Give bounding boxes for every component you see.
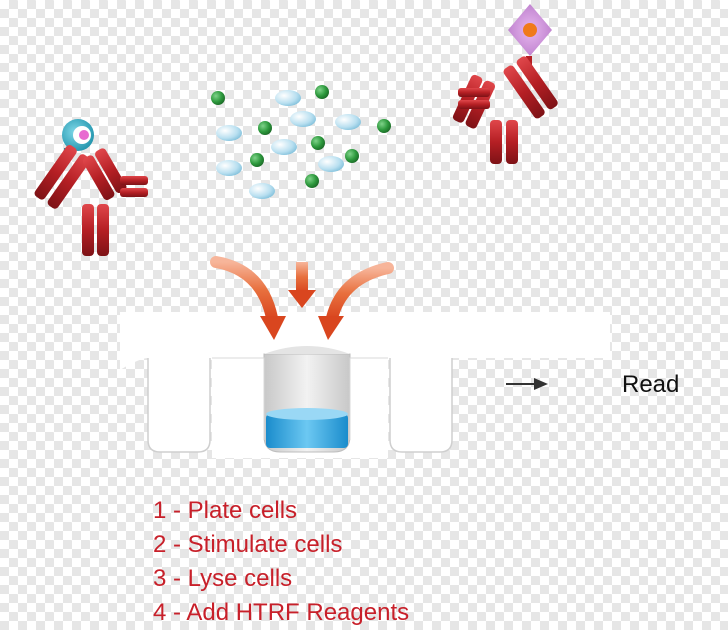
protocol-steps: 1 - Plate cells 2 - Stimulate cells 3 - … [153, 494, 409, 630]
antibody-with-acceptor-icon [452, 4, 558, 164]
read-label: Read [622, 371, 680, 398]
acceptor-label-icon [508, 4, 552, 56]
step-lyse-cells: 3 - Lyse cells [153, 565, 293, 592]
well-liquid-icon [266, 408, 348, 448]
microplate-well-icon [120, 312, 610, 458]
addition-arrows-icon [210, 256, 394, 340]
step-add-htrf-reagents: 4 - Add HTRF Reagents [153, 599, 410, 626]
antibody-with-donor-icon [34, 119, 148, 256]
step-stimulate-cells: 2 - Stimulate cells [153, 531, 343, 558]
step-plate-cells: 1 - Plate cells [153, 497, 298, 524]
cells-cluster-icon [211, 85, 391, 199]
arrow-right-icon [506, 378, 548, 390]
